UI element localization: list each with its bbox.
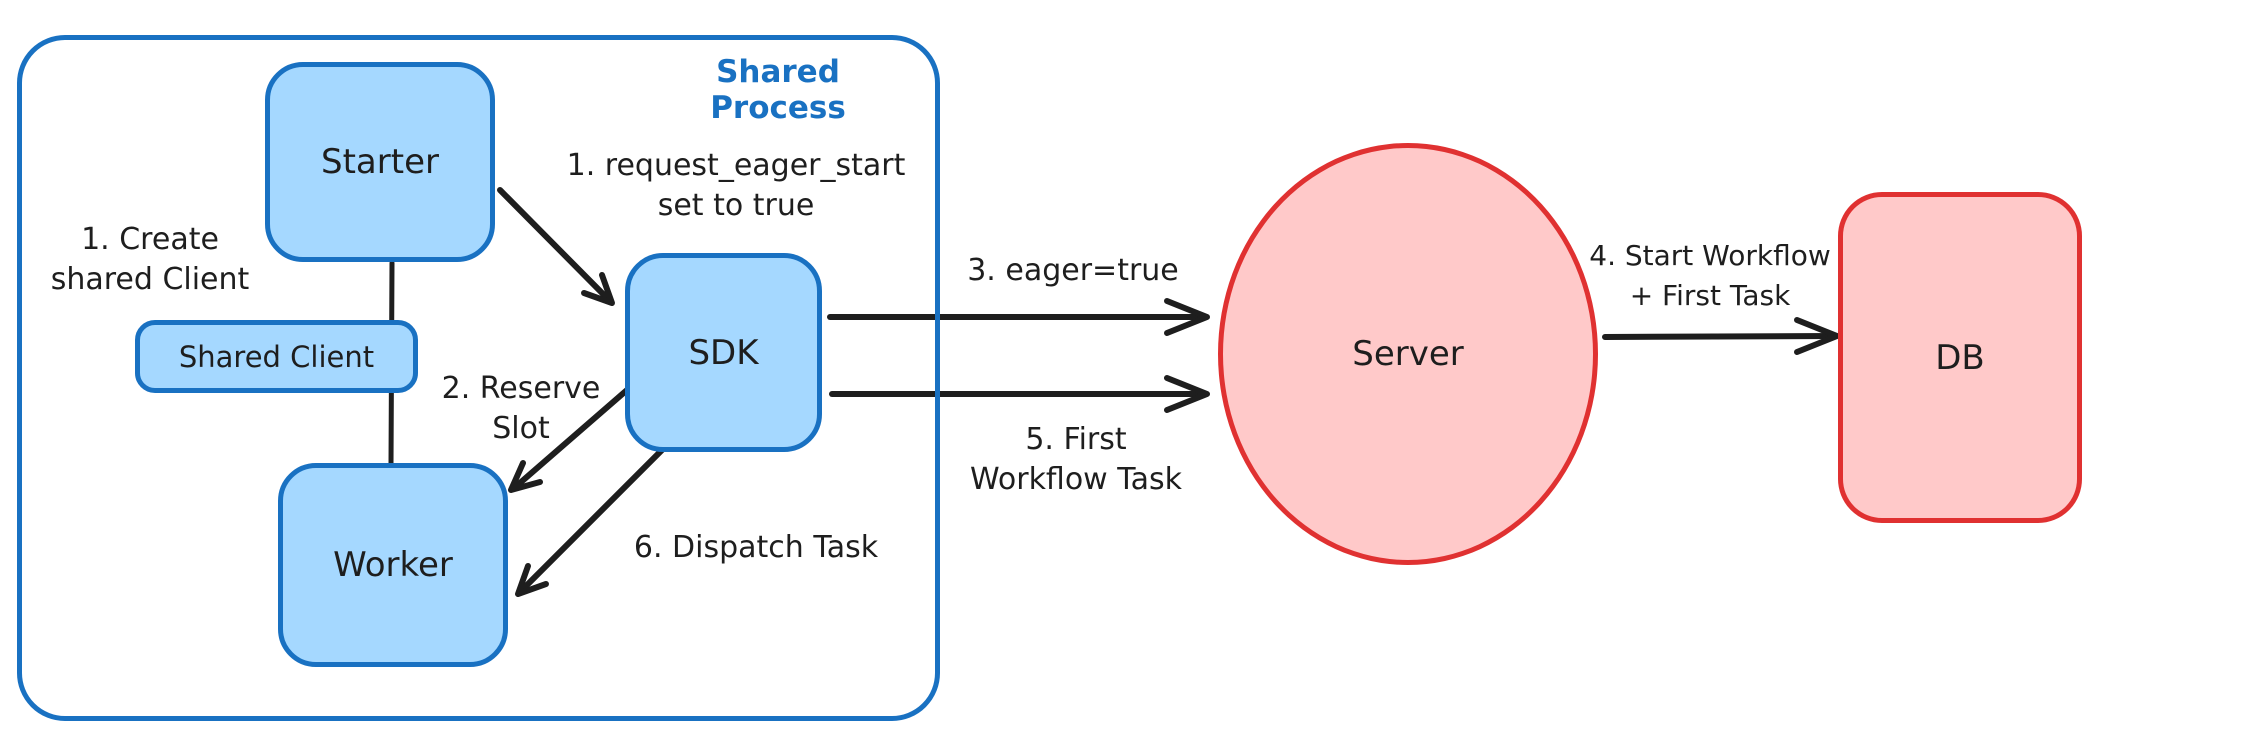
node-db: DB xyxy=(1838,192,2082,523)
annotation-request-eager-start: 1. request_eager_start set to true xyxy=(536,146,936,226)
node-worker: Worker xyxy=(278,463,508,667)
annotation-create-shared-client: 1. Create shared Client xyxy=(30,220,270,300)
annotation-create-line2: shared Client xyxy=(50,262,250,297)
annotation-reserve-line1: 2. Reserve xyxy=(441,371,601,406)
node-starter-label: Starter xyxy=(321,142,439,182)
annotation-reserve-slot: 2. Reserve Slot xyxy=(431,369,611,449)
shared-process-container xyxy=(17,35,940,721)
annotation-eager-true: 3. eager=true xyxy=(953,251,1193,291)
arrow-request-eager-start xyxy=(497,187,615,306)
annotation-reserve-line2: Slot xyxy=(492,411,550,446)
arrow-reserve-slot xyxy=(508,387,630,493)
node-server: Server xyxy=(1218,143,1598,565)
node-starter: Starter xyxy=(265,62,495,262)
annotation-startwf-line2: + First Task xyxy=(1629,279,1791,312)
annotation-start-workflow: 4. Start Workflow + First Task xyxy=(1560,236,1860,316)
annotation-startwf-line1: 4. Start Workflow xyxy=(1589,239,1831,272)
annotation-dispatch-line1: 6. Dispatch Task xyxy=(633,530,879,565)
annotation-first-line2: Workflow Task xyxy=(969,462,1183,497)
annotation-first-line1: 5. First xyxy=(1025,422,1127,457)
annotation-eager-line1: 3. eager=true xyxy=(967,253,1179,288)
node-sdk-label: SDK xyxy=(688,332,759,373)
annotation-first-workflow-task: 5. First Workflow Task xyxy=(951,420,1201,500)
arrow-first-workflow-task xyxy=(829,375,1210,413)
arrow-start-workflow xyxy=(1602,317,1840,355)
node-sdk: SDK xyxy=(625,253,822,452)
node-shared-client: Shared Client xyxy=(135,320,418,393)
node-worker-label: Worker xyxy=(333,545,453,585)
arrow-dispatch-task xyxy=(515,446,666,597)
annotation-dispatch-task: 6. Dispatch Task xyxy=(611,528,901,568)
shared-process-label: Shared Process xyxy=(710,54,846,126)
annotation-create-line1: 1. Create xyxy=(81,222,219,257)
annotation-request-line2: set to true xyxy=(657,188,815,223)
node-db-label: DB xyxy=(1935,337,1985,378)
arrow-eager-true xyxy=(827,298,1210,336)
node-server-label: Server xyxy=(1352,334,1464,374)
annotation-request-line1: 1. request_eager_start xyxy=(566,148,906,183)
node-shared-client-label: Shared Client xyxy=(178,339,375,374)
